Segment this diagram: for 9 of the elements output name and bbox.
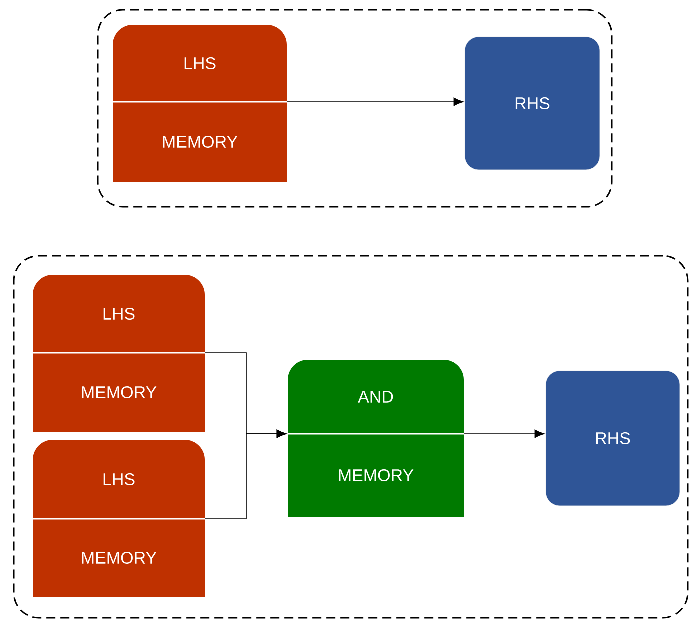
arrow bbox=[286, 98, 464, 106]
rhs-box: RHS bbox=[464, 36, 600, 170]
arrow bbox=[204, 430, 287, 520]
memory-box: LHS MEMORY bbox=[113, 25, 287, 182]
rhs-box: RHS bbox=[546, 370, 680, 506]
arrow bbox=[464, 430, 545, 438]
memory-box: AND MEMORY bbox=[288, 360, 464, 517]
memory-box: LHS MEMORY bbox=[33, 440, 205, 597]
memory-box: LHS MEMORY bbox=[33, 275, 205, 432]
